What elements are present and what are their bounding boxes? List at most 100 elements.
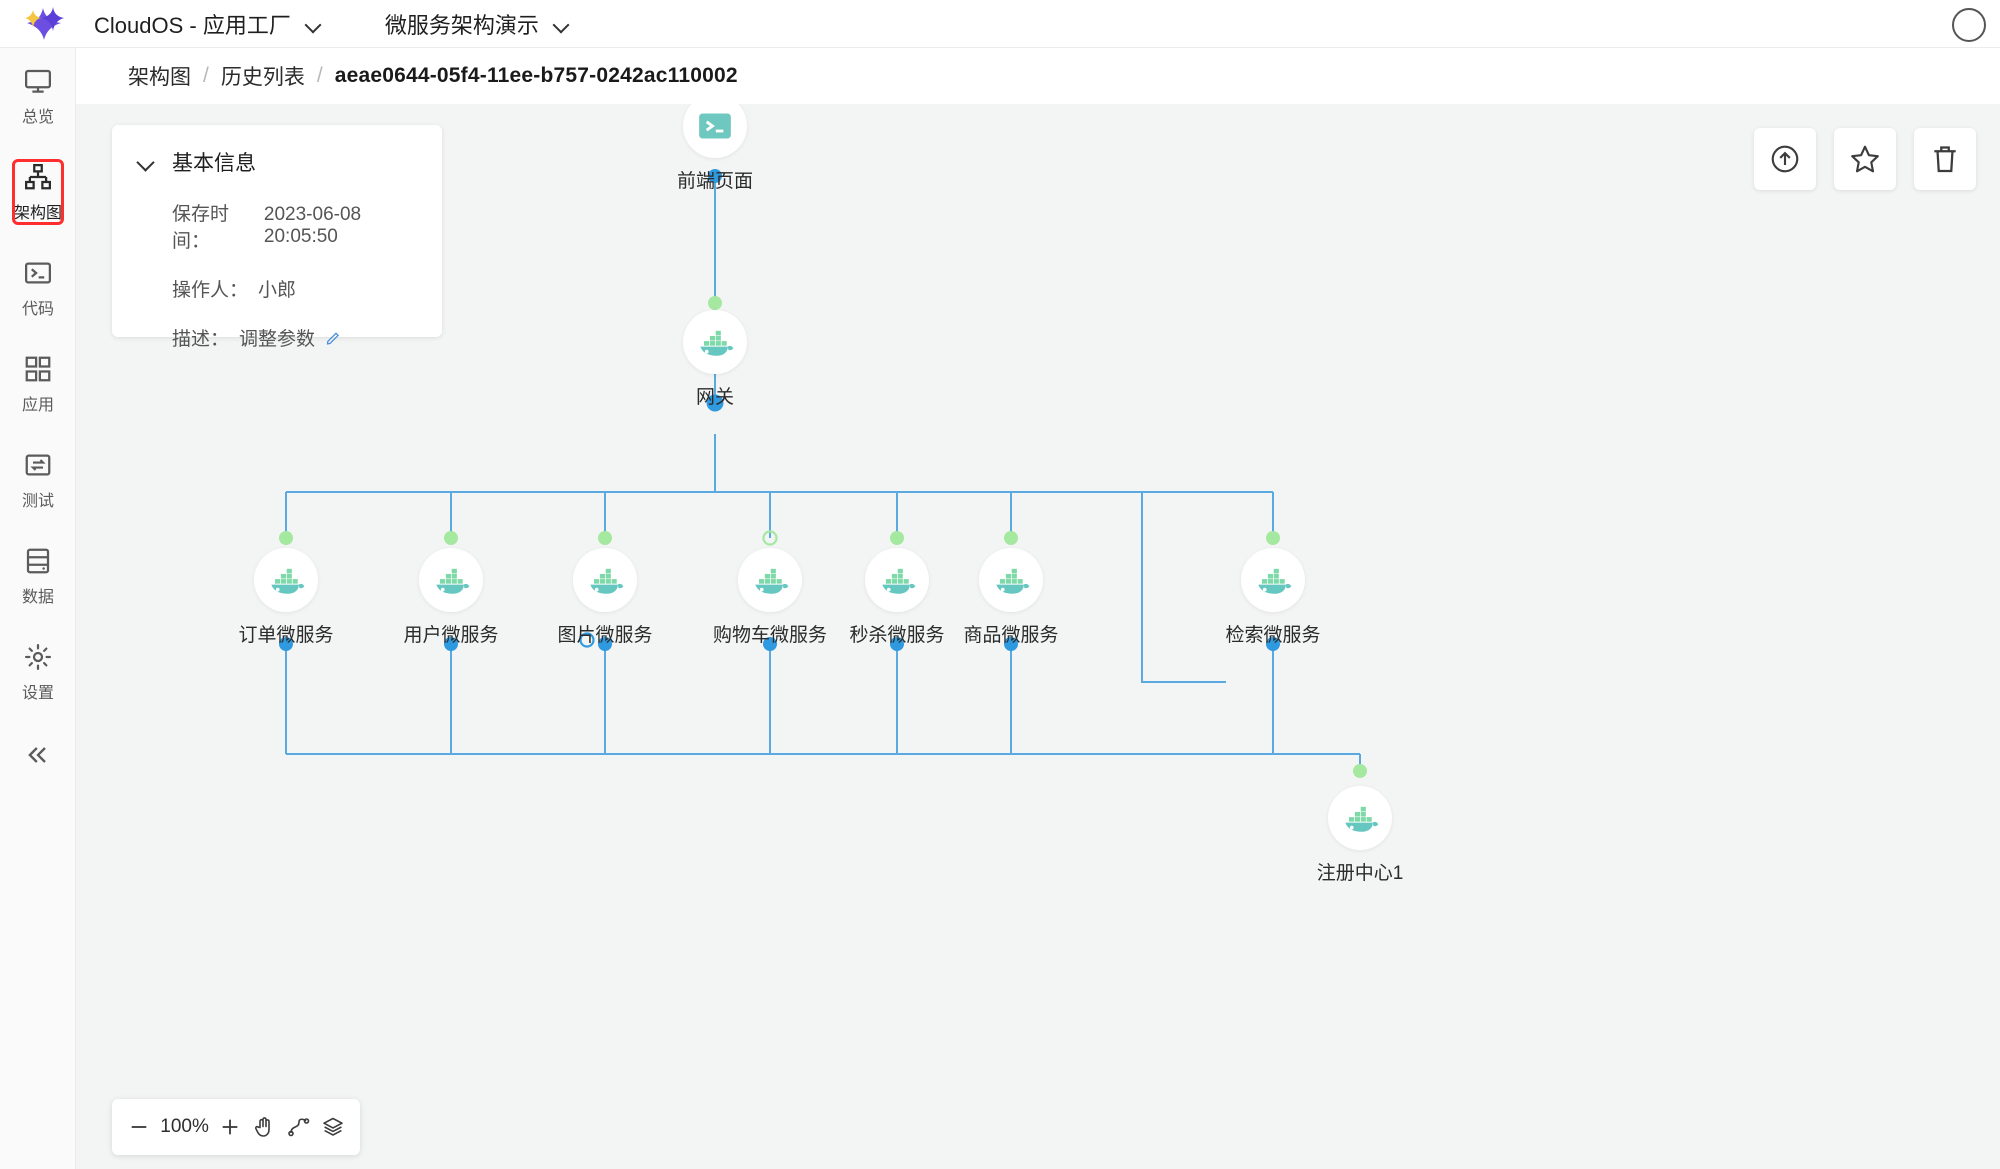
node-label: 前端页面 [676, 171, 753, 192]
node-icon-wrap [254, 548, 318, 612]
hand-icon [255, 1117, 271, 1137]
zoom-level-label[interactable]: 100% [160, 1116, 209, 1137]
graph-node-gateway[interactable]: 网关 [654, 310, 776, 409]
architecture-canvas[interactable]: 基本信息 保存时间： 2023-06-08 20:05:50 操作人： 小郎 描… [76, 104, 2000, 1169]
node-label: 网关 [695, 387, 734, 408]
chevron-down-icon[interactable] [553, 16, 569, 32]
breadcrumb-parent[interactable]: 历史列表 [220, 66, 305, 89]
node-label: 商品微服务 [963, 625, 1059, 646]
description-row: 描述： 调整参数 [172, 324, 416, 351]
graph-ports [279, 169, 1367, 778]
graph-nodes: 前端页面 网关 [76, 104, 2000, 1169]
app-switcher[interactable]: CloudOS - 应用工厂 [94, 8, 321, 40]
save-time-value: 2023-06-08 20:05:50 [263, 204, 362, 247]
sidebar-item-label: 应用 [21, 396, 54, 414]
sidebar-item-apps[interactable]: 应用 [0, 336, 76, 432]
sidebar-item-label: 数据 [21, 588, 54, 606]
node-icon-wrap [573, 548, 637, 612]
port [708, 169, 722, 183]
sidebar-item-architecture[interactable]: 架构图 [0, 144, 76, 240]
port-empty [762, 530, 778, 546]
port [706, 394, 724, 412]
refresh-test-icon [25, 454, 51, 475]
trash-icon [1934, 146, 1956, 173]
sitemap-icon [25, 163, 51, 189]
graph-node-user[interactable]: 用户微服务 [390, 548, 512, 647]
sparkle-logo-icon [23, 6, 65, 42]
node-label: 购物车微服务 [712, 625, 827, 646]
port [279, 637, 293, 651]
delete-button[interactable] [1914, 128, 1976, 190]
zoom-out-button[interactable] [126, 1110, 152, 1144]
app-name: CloudOS - 应用工厂 [94, 12, 291, 38]
graph-node-search[interactable]: 检索微服务 [1212, 548, 1334, 647]
graph-node-cart[interactable]: 购物车微服务 [709, 548, 831, 647]
layers-button[interactable] [320, 1110, 346, 1144]
graph-node-image[interactable]: 图片微服务 [544, 548, 666, 647]
node-icon-wrap [1241, 548, 1305, 612]
pencil-edit-icon[interactable] [325, 329, 342, 346]
operator-value: 小郎 [258, 280, 297, 301]
project-switcher[interactable]: 微服务架构演示 [385, 8, 569, 40]
breadcrumb-current: aeae0644-05f4-11ee-b757-0242ac110002 [334, 64, 738, 87]
node-icon-wrap [865, 548, 929, 612]
docker-whale-icon [1258, 568, 1292, 594]
sidebar-item-label: 总览 [21, 108, 54, 126]
breadcrumb-bar: 架构图 / 历史列表 / aeae0644-05f4-11ee-b757-024… [76, 48, 2000, 104]
database-icon [26, 548, 50, 573]
docker-whale-icon [271, 568, 305, 594]
node-icon-wrap [1328, 786, 1392, 850]
node-icon-wrap [683, 310, 747, 374]
sidebar-item-overview[interactable]: 总览 [0, 48, 76, 144]
docker-whale-icon [996, 568, 1030, 594]
plus-icon [222, 1119, 238, 1135]
edge-style-button[interactable] [285, 1110, 311, 1144]
port [1004, 531, 1018, 545]
layers-icon [323, 1117, 343, 1136]
graph-edges [285, 180, 1361, 770]
port-empty [579, 632, 595, 648]
docker-whale-icon [882, 568, 916, 594]
breadcrumb: 架构图 / 历史列表 / aeae0644-05f4-11ee-b757-024… [128, 61, 738, 91]
grid-apps-icon [25, 356, 51, 381]
pan-tool-button[interactable] [251, 1110, 277, 1144]
sidebar-item-code[interactable]: 代码 [0, 240, 76, 336]
project-name: 微服务架构演示 [384, 12, 539, 38]
sidebar-collapse-button[interactable] [0, 720, 76, 790]
port [1004, 637, 1018, 651]
save-time-label: 保存时间： [172, 204, 230, 252]
description-label: 描述： [172, 329, 230, 350]
gear-icon [25, 643, 51, 670]
operator-row: 操作人： 小郎 [172, 275, 416, 302]
sidebar-item-test[interactable]: 测试 [0, 432, 76, 528]
docker-whale-icon [755, 568, 789, 594]
port [598, 531, 612, 545]
top-bar: CloudOS - 应用工厂 微服务架构演示 [0, 0, 2000, 48]
sidebar-item-settings[interactable]: 设置 [0, 624, 76, 720]
node-icon-wrap [419, 548, 483, 612]
zoom-in-button[interactable] [217, 1110, 243, 1144]
description-value: 调整参数 [239, 329, 316, 350]
breadcrumb-root[interactable]: 架构图 [128, 66, 191, 89]
sidebar-item-data[interactable]: 数据 [0, 528, 76, 624]
terminal-window-icon [699, 113, 731, 139]
breadcrumb-separator: / [203, 64, 209, 87]
port [598, 637, 612, 651]
chevron-down-icon[interactable] [305, 16, 321, 32]
user-avatar-icon[interactable] [1952, 8, 1986, 42]
favorite-button[interactable] [1834, 128, 1896, 190]
graph-node-order[interactable]: 订单微服务 [225, 548, 347, 647]
export-button[interactable] [1754, 128, 1816, 190]
graph-node-seckill[interactable]: 秒杀微服务 [836, 548, 958, 647]
save-time-row: 保存时间： 2023-06-08 20:05:50 [172, 199, 416, 253]
basic-info-header[interactable]: 基本信息 [138, 147, 416, 177]
canvas-actions [1754, 128, 1976, 190]
basic-info-title: 基本信息 [172, 152, 256, 175]
graph-node-product[interactable]: 商品微服务 [950, 548, 1072, 647]
double-chevron-left-icon [28, 747, 46, 763]
graph-node-registry[interactable]: 注册中心1 [1299, 786, 1421, 885]
port [763, 637, 777, 651]
graph-node-frontend[interactable]: 前端页面 [654, 104, 776, 193]
node-label: 订单微服务 [238, 625, 334, 646]
terminal-icon [25, 262, 51, 283]
